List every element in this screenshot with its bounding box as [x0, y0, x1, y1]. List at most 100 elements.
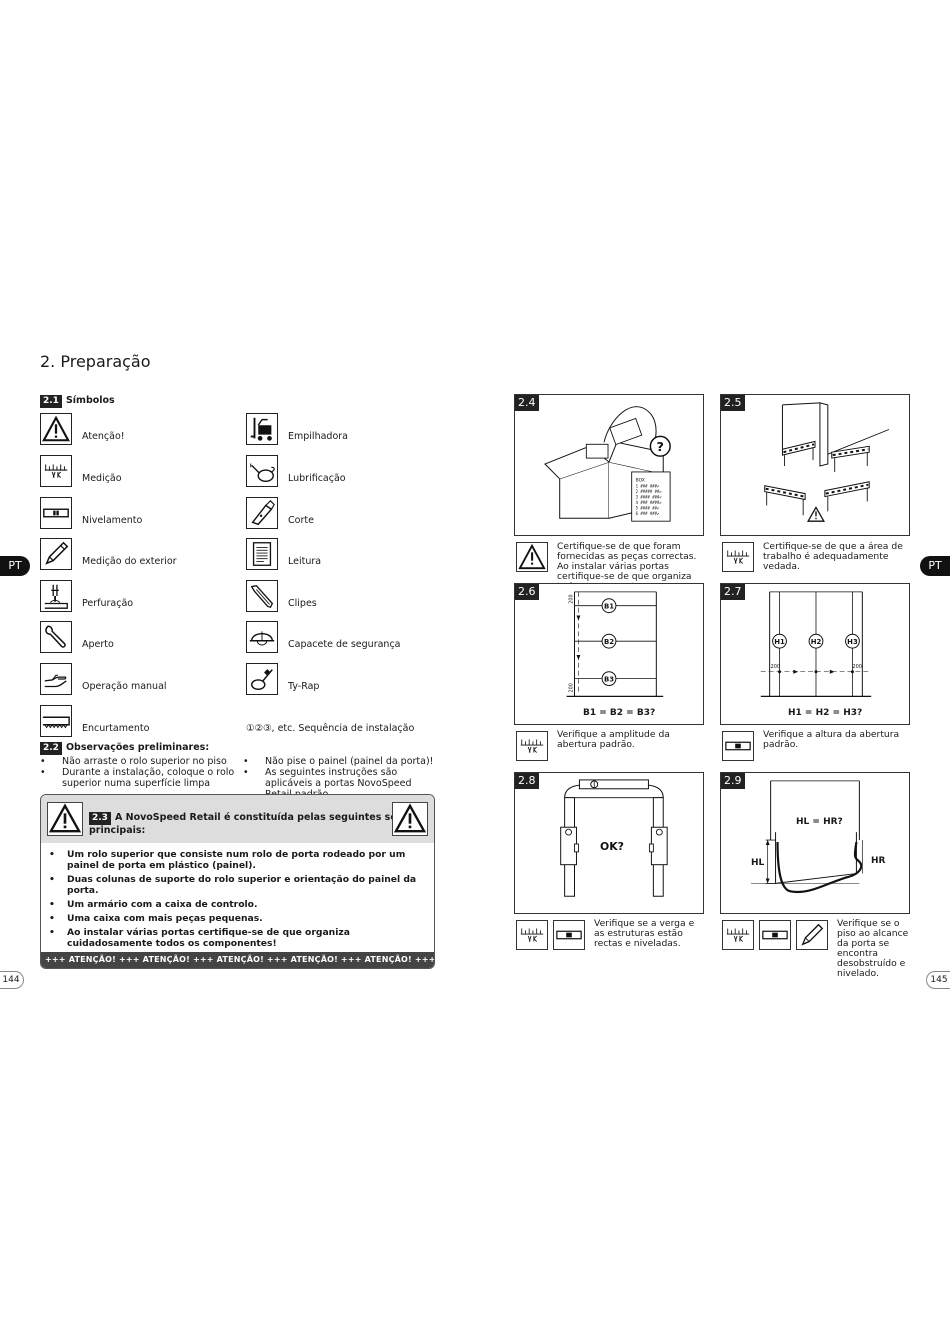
figure-caption: HL = HR?: [796, 817, 843, 827]
measure-icon: [722, 542, 754, 572]
box-illustration: ? BOX 1 ### ###✔ 2 ##### ##✔ 3 #### ###✔…: [544, 406, 671, 522]
symbol-label-manual: Operação manual: [82, 681, 167, 692]
measure-icon: [516, 920, 548, 950]
level-icon: [759, 920, 791, 950]
list-item: Não pise o painel (painel da porta)!: [243, 756, 438, 767]
hl-label: HL: [751, 858, 765, 868]
figure-2-4: ? BOX 1 ### ###✔ 2 ##### ##✔ 3 #### ###✔…: [514, 394, 704, 536]
sequence-note: ①②③, etc. Sequência de instalação: [246, 723, 415, 734]
figure-note: Verifique a altura da abertura padrão.: [763, 729, 900, 750]
b2-label: B2: [604, 638, 614, 646]
page-number-right: 145: [926, 971, 950, 989]
figure-caption: B1 = B2 = B3?: [583, 708, 656, 718]
symbol-label-reading: Leitura: [288, 556, 322, 567]
h2-label: H2: [811, 638, 822, 646]
symbol-label-outside-measure: Medição do exterior: [82, 556, 177, 567]
warning-icon: [392, 802, 428, 836]
figure-note: Verifique se o piso ao alcance da porta …: [837, 918, 909, 979]
barrier-illustration: [764, 402, 890, 522]
list-item: Não arraste o rolo superior no piso: [40, 756, 240, 767]
h1-label: H1: [774, 638, 785, 646]
symbol-label-lubrication: Lubrificação: [288, 473, 346, 484]
dimension-label: 200: [569, 683, 575, 692]
figure-2-7: H1 H2 H3 200 200 2.7 H1 = H2 = H3?: [720, 583, 910, 725]
list-item: Um armário com a caixa de controlo.: [47, 899, 431, 910]
section-title: Observações preliminares:: [65, 742, 210, 753]
box-list-line: 6 ### ###✔: [636, 511, 660, 516]
helmet-icon: [246, 621, 278, 653]
hr-label: HR: [871, 856, 886, 866]
dimension-label: 200: [852, 664, 861, 670]
pencil-icon: [40, 538, 72, 570]
figure-2-6: B1 B2 B3 200 200 2.6 B1 = B2 = B3?: [514, 583, 704, 725]
level-icon: [553, 920, 585, 950]
page-number-left: 144: [0, 971, 24, 989]
pencil-icon: [796, 920, 828, 950]
list-item: Um rolo superior que consiste num rolo d…: [47, 849, 431, 871]
height-diagram: H1 H2 H3 200 200: [760, 591, 872, 697]
drill-icon: [40, 580, 72, 612]
symbol-label-cut: Corte: [288, 515, 314, 526]
list-item: Uma caixa com mais peças pequenas.: [47, 913, 431, 924]
language-tab-right: PT: [920, 556, 950, 576]
components-list: Um rolo superior que consiste num rolo d…: [47, 849, 431, 968]
warning-footer: +++ ATENÇÃO! +++ ATENÇÃO! +++ ATENÇÃO! +…: [41, 952, 434, 968]
box-list-line: 5 #### ##✔: [636, 505, 660, 510]
list-item: Durante a instalação, coloque o rolo sup…: [40, 767, 240, 789]
symbol-label-measure: Medição: [82, 473, 122, 484]
frame-level-diagram: OK?: [560, 779, 668, 897]
warning-icon: [40, 413, 72, 445]
width-diagram: B1 B2 B3 200 200: [566, 591, 664, 697]
figure-number: 2.8: [515, 773, 539, 789]
figure-note: Verifique se a verga e as estruturas est…: [594, 918, 695, 949]
dimension-label: 200: [569, 594, 575, 603]
warning-icon: [47, 802, 83, 836]
figure-2-5: 2.5: [720, 394, 910, 536]
section-number: 2.2: [40, 742, 62, 755]
symbol-label-attention: Atenção!: [82, 431, 125, 442]
measure-icon: [40, 455, 72, 487]
saw-icon: [40, 705, 72, 737]
h3-label: H3: [847, 638, 858, 646]
page-title: 2. Preparação: [40, 352, 151, 371]
ok-label: OK?: [600, 840, 624, 853]
figure-caption: H1 = H2 = H3?: [788, 708, 863, 718]
svg-text:?: ?: [657, 440, 664, 455]
section-number: 2.1: [40, 395, 62, 408]
b1-label: B1: [604, 603, 614, 611]
observations-left-list: Não arraste o rolo superior no piso Dura…: [40, 756, 240, 789]
document-icon: [246, 538, 278, 570]
symbol-label-clips: Clipes: [288, 598, 317, 609]
symbol-label-forklift: Empilhadora: [288, 431, 348, 442]
figure-number: 2.6: [515, 584, 539, 600]
level-icon: [40, 497, 72, 529]
measure-icon: [722, 920, 754, 950]
dimension-label: 200: [771, 664, 780, 670]
figure-number: 2.4: [515, 395, 539, 411]
symbol-label-shorten: Encurtamento: [82, 723, 150, 734]
box-list-line: 2 ##### ##✔: [636, 489, 663, 494]
section-title: Símbolos: [65, 395, 115, 406]
box-list-line: 1 ### ###✔: [636, 484, 660, 489]
tyrap-icon: [246, 663, 278, 695]
hand-icon: [40, 663, 72, 695]
symbol-label-tyrap: Ty-Rap: [288, 681, 320, 692]
measure-icon: [516, 731, 548, 761]
list-item: Duas colunas de suporte do rolo superior…: [47, 874, 431, 896]
forklift-icon: [246, 413, 278, 445]
warning-icon: [516, 542, 548, 572]
figure-2-9: 2.9 HL = HR? HL HR: [720, 772, 910, 914]
floor-level-diagram: [750, 780, 863, 894]
symbol-label-drill: Perfuração: [82, 598, 134, 609]
figure-number: 2.5: [721, 395, 745, 411]
list-item: Ao instalar várias portas certifique-se …: [47, 927, 431, 949]
figure-note: Verifique a amplitude da abertura padrão…: [557, 729, 670, 750]
box-list-line: 4 ### ####✔: [636, 500, 663, 505]
wrench-icon: [40, 621, 72, 653]
language-tab-left: PT: [0, 556, 30, 576]
level-icon: [722, 731, 754, 761]
